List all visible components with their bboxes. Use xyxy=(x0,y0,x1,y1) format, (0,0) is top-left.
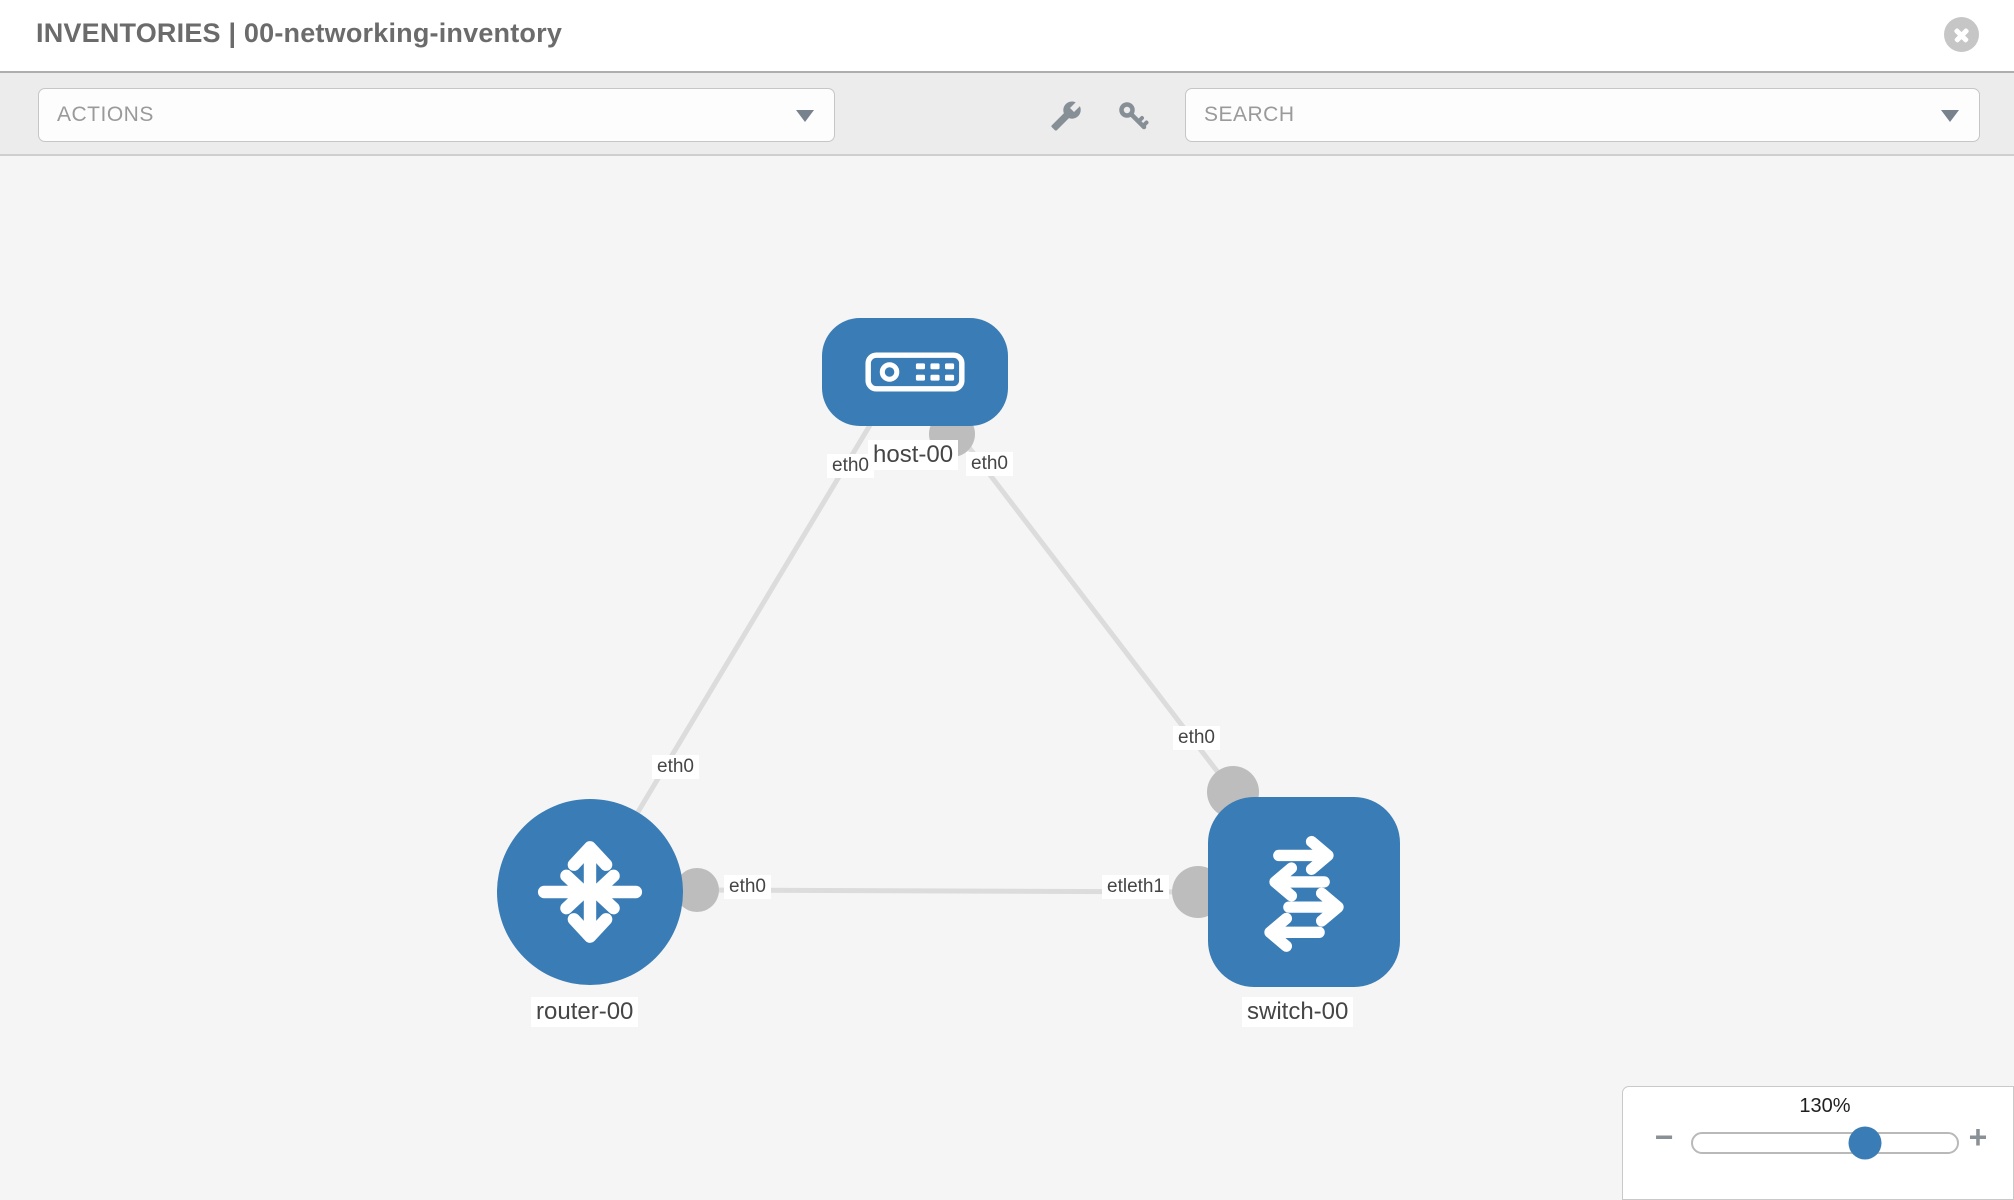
chevron-down-icon xyxy=(796,110,814,122)
node-switch-00[interactable] xyxy=(1208,797,1400,987)
zoom-level-value: 130% xyxy=(1799,1095,1851,1117)
port-label: eth0 xyxy=(1173,726,1220,750)
search-dropdown[interactable]: SEARCH xyxy=(1185,88,1980,142)
close-icon[interactable] xyxy=(1944,17,1979,52)
node-host-00[interactable] xyxy=(822,318,1008,426)
node-label-router: router-00 xyxy=(531,997,639,1027)
node-label-switch: switch-00 xyxy=(1242,997,1354,1027)
zoom-slider-thumb[interactable] xyxy=(1848,1126,1882,1160)
wrench-icon[interactable] xyxy=(1050,100,1082,132)
key-icon[interactable] xyxy=(1117,100,1149,132)
zoom-out-button[interactable]: − xyxy=(1654,1119,1674,1155)
window-header: INVENTORIES | 00-networking-inventory xyxy=(0,0,2014,71)
toolbar: ACTIONS SEARCH xyxy=(0,71,2014,156)
zoom-control-panel: 130% − + xyxy=(1622,1086,2014,1200)
port-label-overlapped: etleth1 xyxy=(1102,875,1170,899)
server-icon xyxy=(865,352,965,392)
node-label-host: host-00 xyxy=(868,440,959,470)
page-title: INVENTORIES | 00-networking-inventory xyxy=(36,18,563,48)
search-dropdown-label: SEARCH xyxy=(1204,103,1295,126)
zoom-in-button[interactable]: + xyxy=(1968,1119,1988,1155)
actions-dropdown[interactable]: ACTIONS xyxy=(38,88,835,142)
port-label: eth0 xyxy=(724,875,771,899)
chevron-down-icon xyxy=(1941,110,1959,122)
node-router-00[interactable] xyxy=(497,799,683,985)
actions-dropdown-label: ACTIONS xyxy=(57,103,154,126)
router-arrows-icon xyxy=(537,841,643,943)
switch-arrows-icon xyxy=(1264,835,1344,952)
port-label: eth0 xyxy=(966,452,1013,476)
port-label: eth0 xyxy=(827,454,874,478)
topology-canvas[interactable] xyxy=(0,156,2014,1200)
zoom-slider-track[interactable] xyxy=(1691,1126,1959,1160)
port-label: eth0 xyxy=(652,755,699,779)
